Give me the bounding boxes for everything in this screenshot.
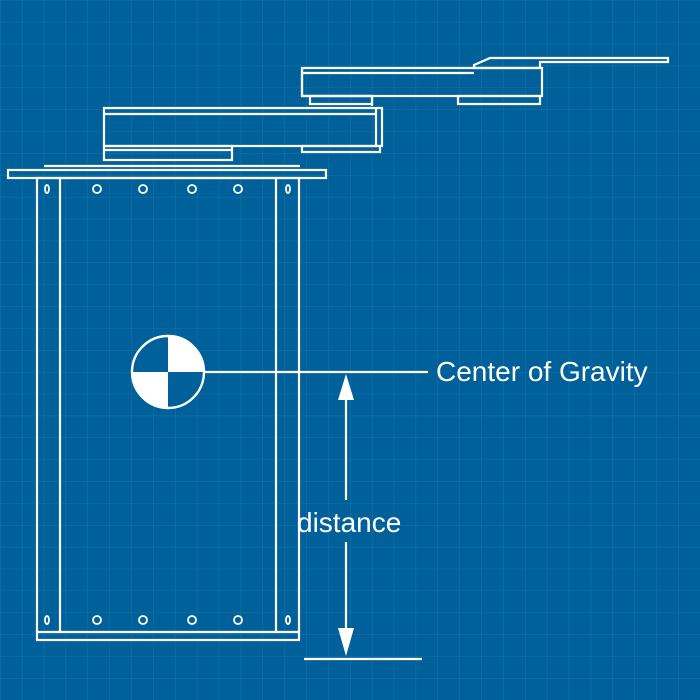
arrow-up-icon: [338, 374, 354, 400]
bolt-holes-bottom: [44, 615, 291, 625]
cg-label: Center of Gravity: [436, 356, 648, 387]
center-of-gravity-icon: [130, 334, 206, 410]
middle-arm: [102, 106, 384, 162]
door-panel: [35, 176, 301, 642]
bolt-holes-top: [44, 184, 291, 194]
distance-label: distance: [297, 507, 401, 538]
mechanism-drawing: [6, 56, 670, 661]
distance-dimension: [304, 388, 422, 661]
arrow-down-icon: [338, 628, 354, 656]
upper-arm: [300, 56, 670, 106]
